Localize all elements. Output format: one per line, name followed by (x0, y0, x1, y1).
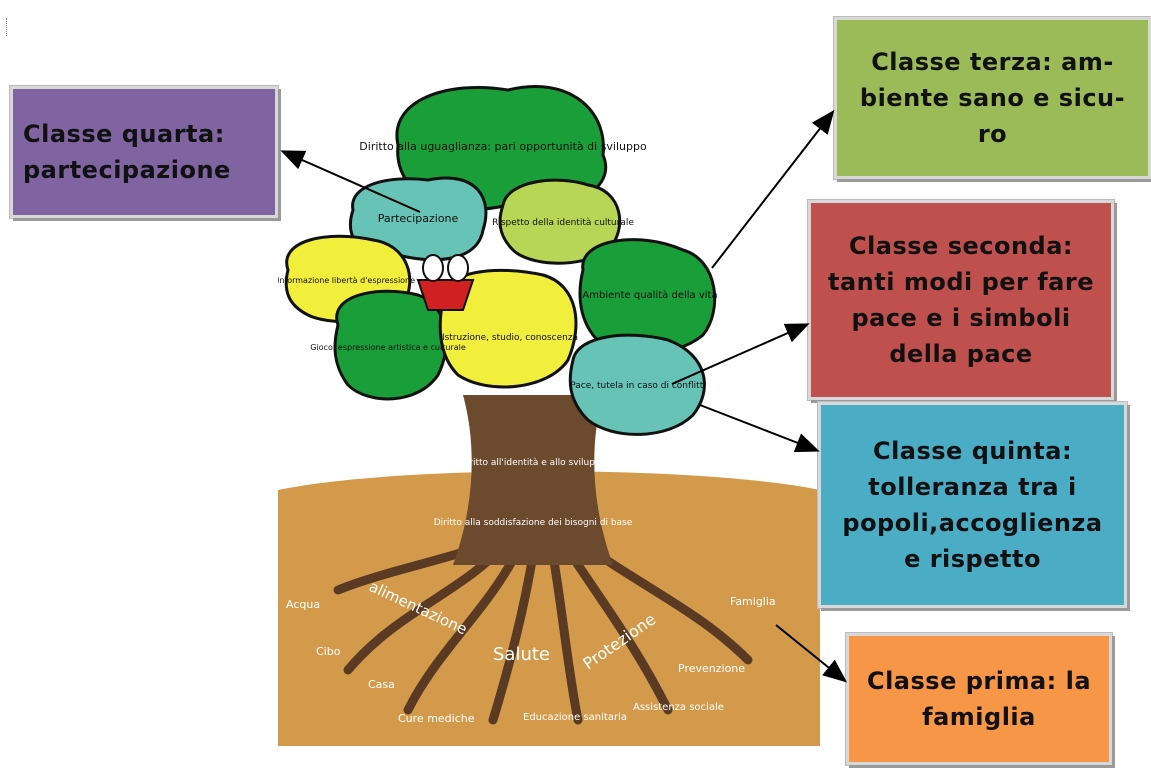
label-partecipazione: Partecipazione (378, 212, 459, 225)
label-istruzione: Istruzione, studio, conoscenza (442, 333, 578, 343)
label-casa: Casa (368, 678, 395, 691)
label-pace: Pace, tutela in caso di conflitti (570, 381, 705, 391)
trunk (453, 395, 613, 565)
label-famiglia: Famiglia (730, 595, 776, 608)
label-cibo: Cibo (316, 645, 341, 658)
label-assistenza-sociale: Assistenza sociale (633, 702, 724, 713)
dove-nest (416, 254, 475, 311)
box-classe-quinta-text: Classe quinta: tolleranza tra i popoli,a… (842, 437, 1103, 573)
box-classe-terza: Classe terza: am-biente sano e sicu-ro (834, 17, 1151, 179)
box-classe-quarta: Classe quarta: partecipazione (10, 86, 278, 218)
leaf-pace (568, 333, 706, 436)
corner-mark (6, 18, 10, 36)
label-prevenzione: Prevenzione (678, 662, 745, 675)
box-classe-prima: Classe prima: la famiglia (846, 633, 1112, 765)
label-gioco: Gioco, espressione artistica e culturale (310, 343, 466, 352)
label-diritto-bisogni: Diritto alla soddisfazione dei bisogni d… (434, 518, 633, 528)
label-diritto-identita: Diritto all'identità e allo sviluppo (460, 458, 607, 468)
label-salute: Salute (493, 644, 550, 665)
box-classe-seconda: Classe seconda: tanti modi per fare pace… (808, 200, 1114, 400)
box-classe-quinta: Classe quinta: tolleranza tra i popoli,a… (818, 402, 1127, 608)
box-classe-seconda-text: Classe seconda: tanti modi per fare pace… (828, 232, 1094, 368)
label-cure-mediche: Cure mediche (398, 712, 475, 725)
label-rispetto: Rispetto della identità culturale (492, 218, 634, 228)
box-classe-terza-text: Classe terza: am-biente sano e sicu-ro (859, 48, 1126, 148)
label-acqua: Acqua (286, 598, 320, 611)
label-diritto-uguaglianza: Diritto alla uguaglianza: pari opportuni… (359, 140, 647, 153)
rights-tree-illustration: Diritto alla uguaglianza: pari opportuni… (278, 84, 820, 746)
leaf-gioco (333, 289, 448, 401)
label-ambiente: Ambiente qualità della vita (582, 289, 717, 301)
label-informazione: Informazione libertà d'espressione (278, 276, 415, 285)
box-classe-prima-text: Classe prima: la famiglia (866, 667, 1092, 731)
ground (278, 471, 820, 746)
leaf-istruzione (438, 268, 578, 389)
box-classe-quarta-text: Classe quarta: partecipazione (23, 120, 231, 184)
label-educazione-sanitaria: Educazione sanitaria (523, 712, 627, 723)
roots (333, 535, 753, 725)
